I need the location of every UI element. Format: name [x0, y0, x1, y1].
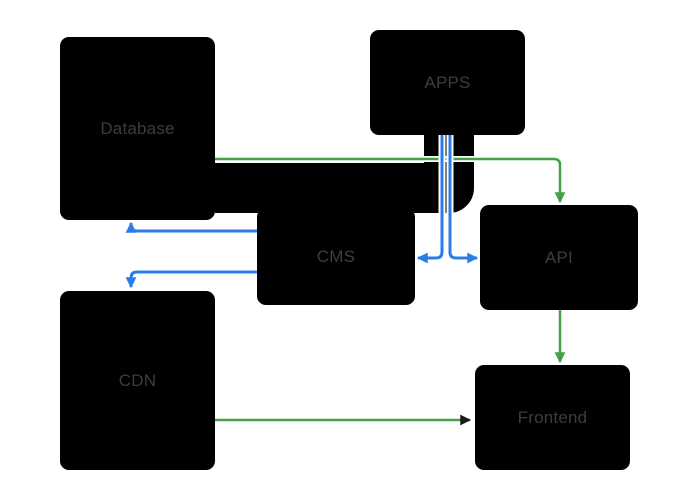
node-cdn: CDN [60, 291, 215, 470]
node-api-label: API [544, 247, 573, 267]
edge-apps-cms [416, 135, 444, 264]
node-apps-label: APPS [424, 72, 471, 92]
edge-cms-database [125, 221, 257, 233]
node-cms-label: CMS [316, 246, 356, 266]
node-cdn-label: CDN [118, 370, 157, 390]
node-database-label: Database [100, 118, 175, 138]
node-frontend-label: Frontend [517, 407, 588, 427]
edge-database-api [215, 157, 566, 204]
node-apps: APPS [370, 30, 525, 135]
node-database: Database [60, 37, 215, 220]
edge-apps-api [448, 135, 479, 264]
node-api: API [480, 205, 638, 310]
node-cms: CMS [257, 208, 415, 305]
node-frontend: Frontend [475, 365, 630, 470]
edge-cms-cdn [125, 270, 257, 289]
edge-cms-cdn-casing [127, 268, 257, 287]
